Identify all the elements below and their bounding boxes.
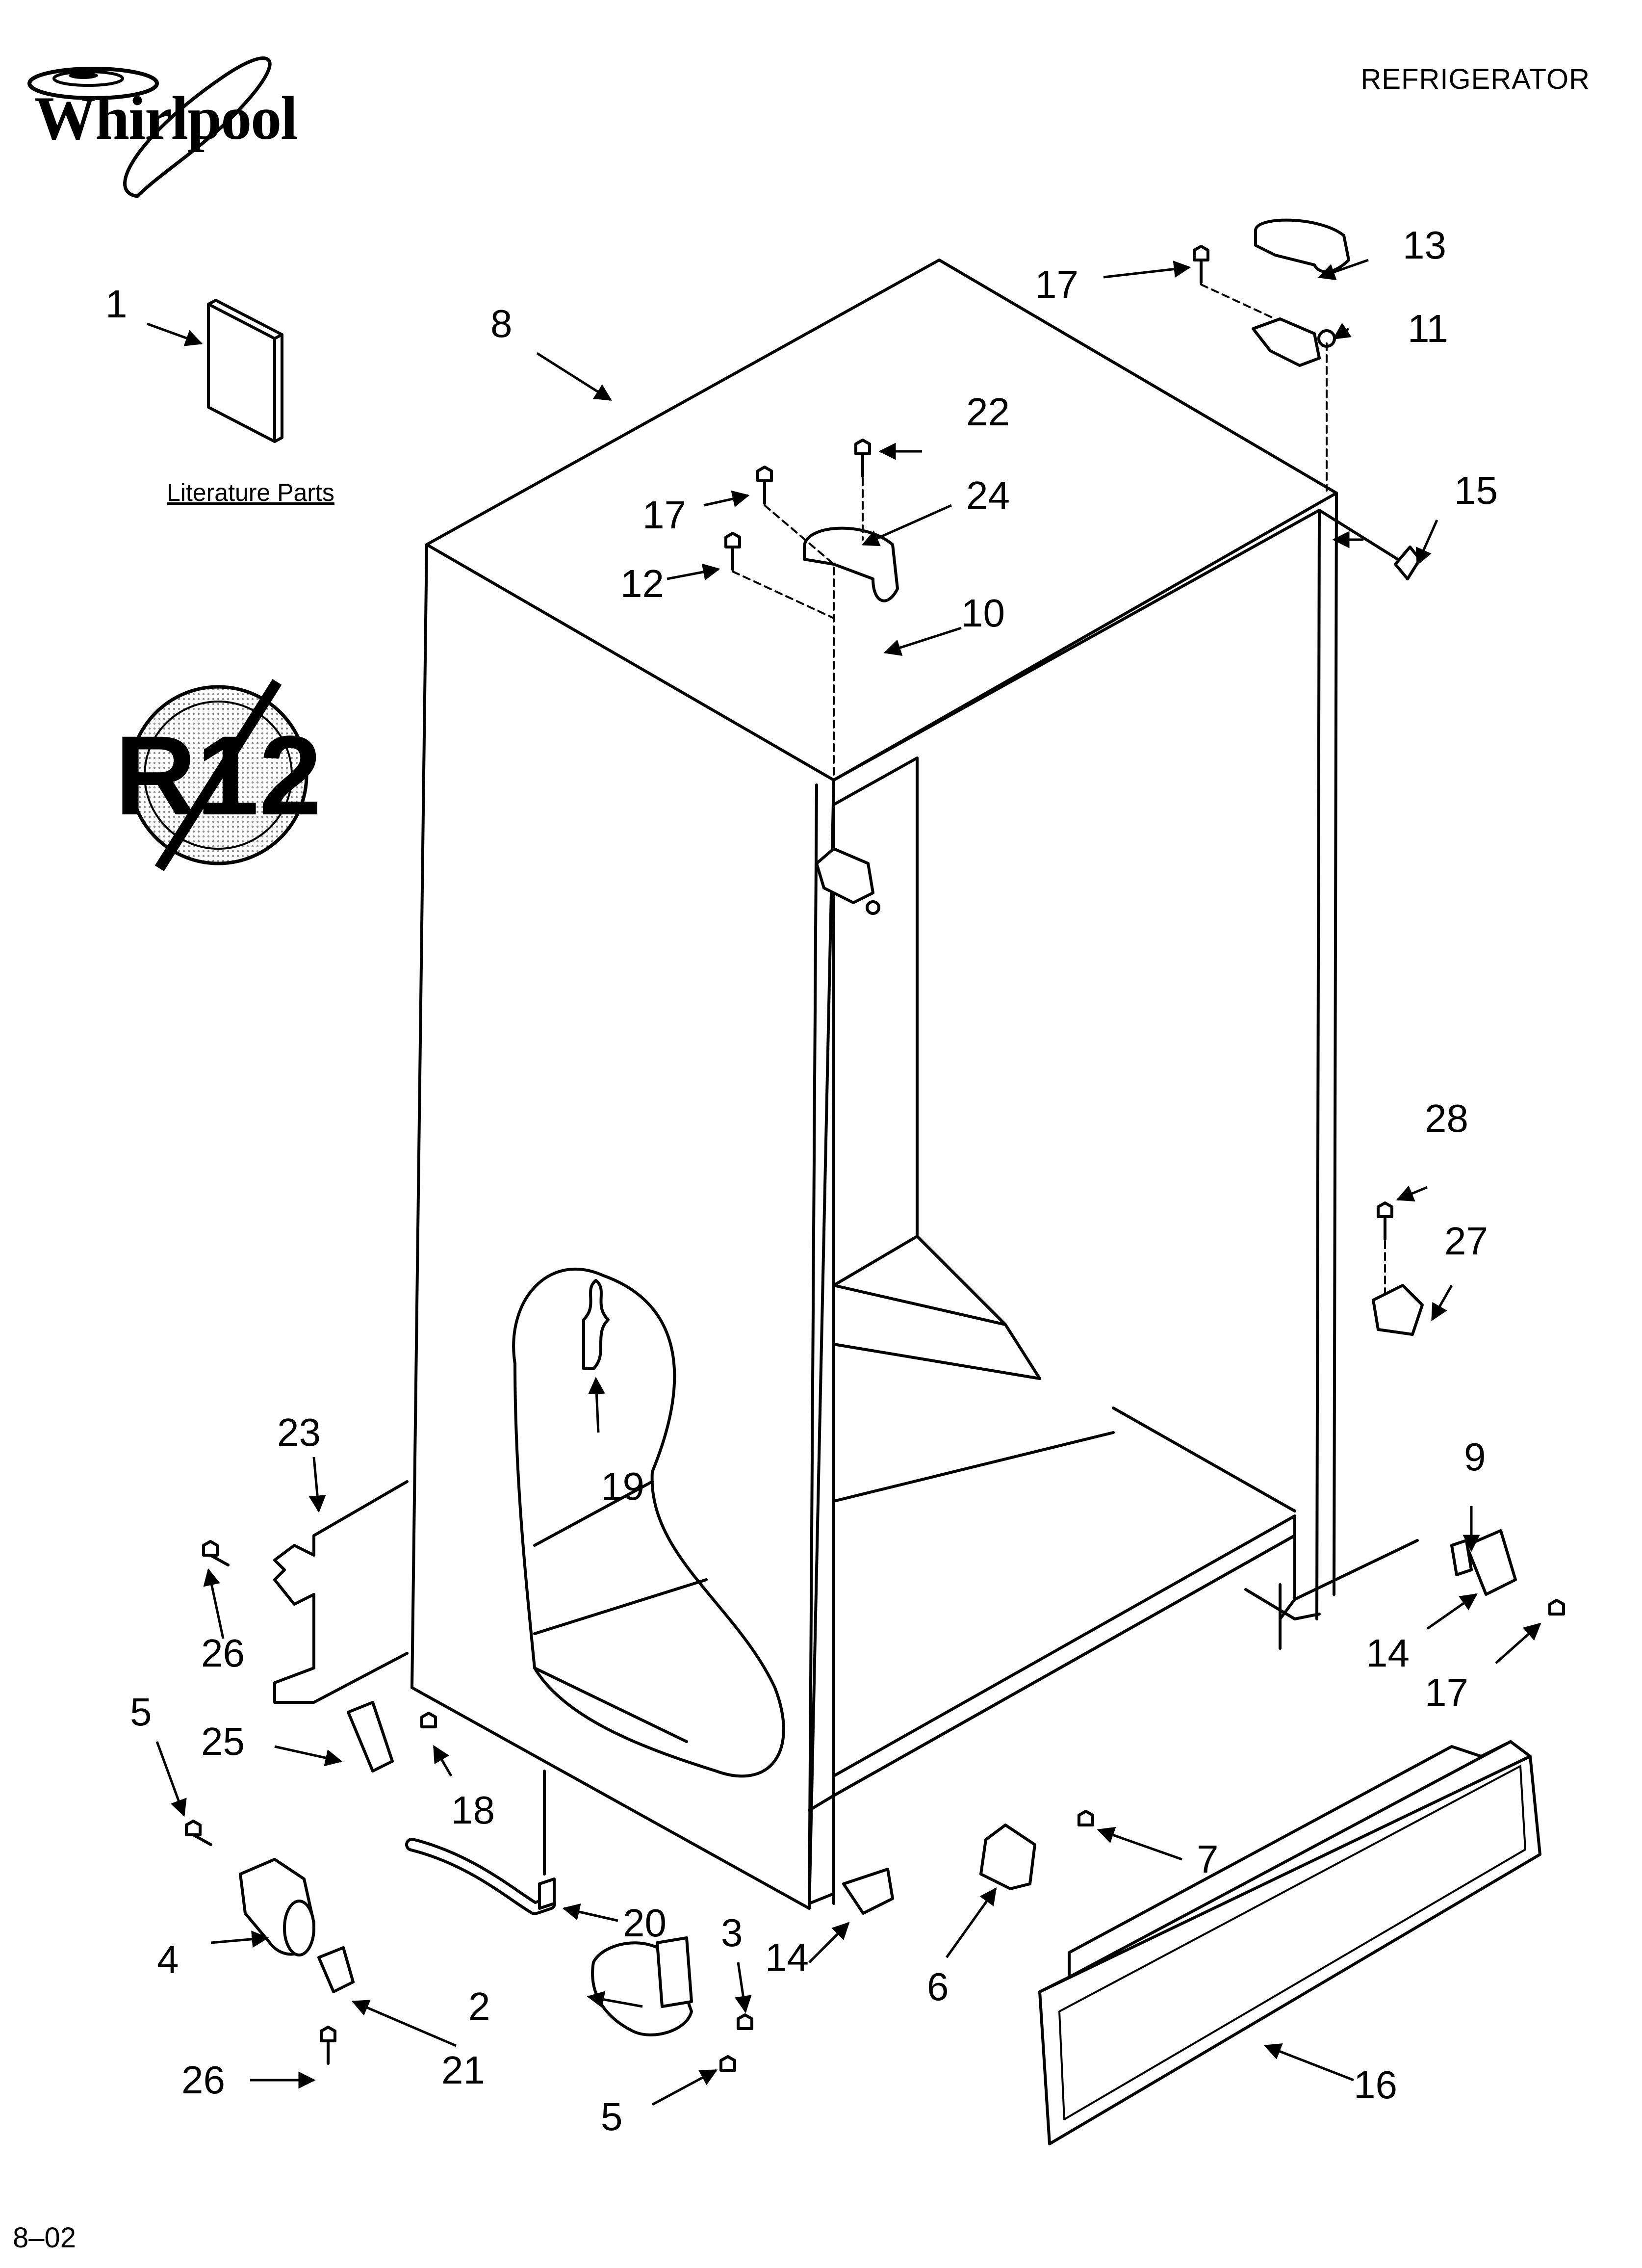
cabinet-body bbox=[410, 259, 1338, 1910]
callout-5-upper: 5 bbox=[130, 1690, 152, 1734]
drain-parts bbox=[405, 1279, 610, 1915]
callout-17-right: 17 bbox=[1425, 1670, 1468, 1714]
assembly-guides bbox=[732, 284, 1386, 1306]
callout-3: 3 bbox=[721, 1911, 743, 1955]
callout-25: 25 bbox=[201, 1720, 245, 1763]
literature-parts-label: Literature Parts bbox=[167, 479, 334, 506]
callout-8: 8 bbox=[490, 302, 513, 345]
callout-14-bottom: 14 bbox=[765, 1935, 809, 1979]
whirlpool-logo: Whirlpool bbox=[15, 44, 319, 201]
callout-2: 2 bbox=[468, 1984, 490, 2028]
screws bbox=[185, 245, 1565, 2072]
callout-5-lower: 5 bbox=[601, 2095, 623, 2138]
callout-10: 10 bbox=[961, 591, 1005, 635]
callout-6: 6 bbox=[927, 1965, 949, 2008]
callout-18: 18 bbox=[451, 1788, 495, 1832]
callout-9: 9 bbox=[1464, 1435, 1486, 1479]
callout-21: 21 bbox=[441, 2048, 485, 2092]
revision-code: 8–02 bbox=[13, 2222, 77, 2254]
callout-20: 20 bbox=[623, 1901, 667, 1945]
callout-17-top-right: 17 bbox=[1035, 262, 1078, 306]
callout-7: 7 bbox=[1197, 1837, 1219, 1881]
callout-13: 13 bbox=[1403, 223, 1446, 267]
callout-17-top-left: 17 bbox=[642, 493, 686, 537]
callout-15: 15 bbox=[1454, 469, 1498, 512]
callout-11: 11 bbox=[1408, 307, 1449, 350]
callout-24: 24 bbox=[966, 473, 1010, 517]
callout-arrows bbox=[147, 259, 1541, 2106]
callout-26-upper: 26 bbox=[201, 1631, 245, 1675]
callout-23: 23 bbox=[277, 1410, 321, 1454]
callout-19: 19 bbox=[601, 1464, 644, 1508]
callout-4: 4 bbox=[157, 1938, 179, 1981]
callout-12: 12 bbox=[620, 562, 664, 605]
callout-14-right: 14 bbox=[1366, 1631, 1410, 1675]
literature-book-part bbox=[207, 299, 283, 443]
brand-wordmark: Whirlpool bbox=[34, 84, 298, 153]
whirlpool-swirl-icon bbox=[27, 56, 272, 198]
callout-26-lower: 26 bbox=[181, 2058, 225, 2102]
category-title: REFRIGERATOR bbox=[1360, 63, 1590, 95]
upper-hinge-parts bbox=[803, 218, 1421, 915]
rear-access-panel bbox=[273, 1480, 409, 1704]
callout-27: 27 bbox=[1444, 1219, 1488, 1263]
callout-22: 22 bbox=[966, 390, 1010, 434]
base-grille bbox=[1038, 1740, 1541, 2145]
no-r12-badge: R12 bbox=[115, 679, 322, 871]
callout-28: 28 bbox=[1425, 1096, 1468, 1140]
callout-1: 1 bbox=[105, 282, 128, 326]
callout-16: 16 bbox=[1354, 2063, 1397, 2107]
